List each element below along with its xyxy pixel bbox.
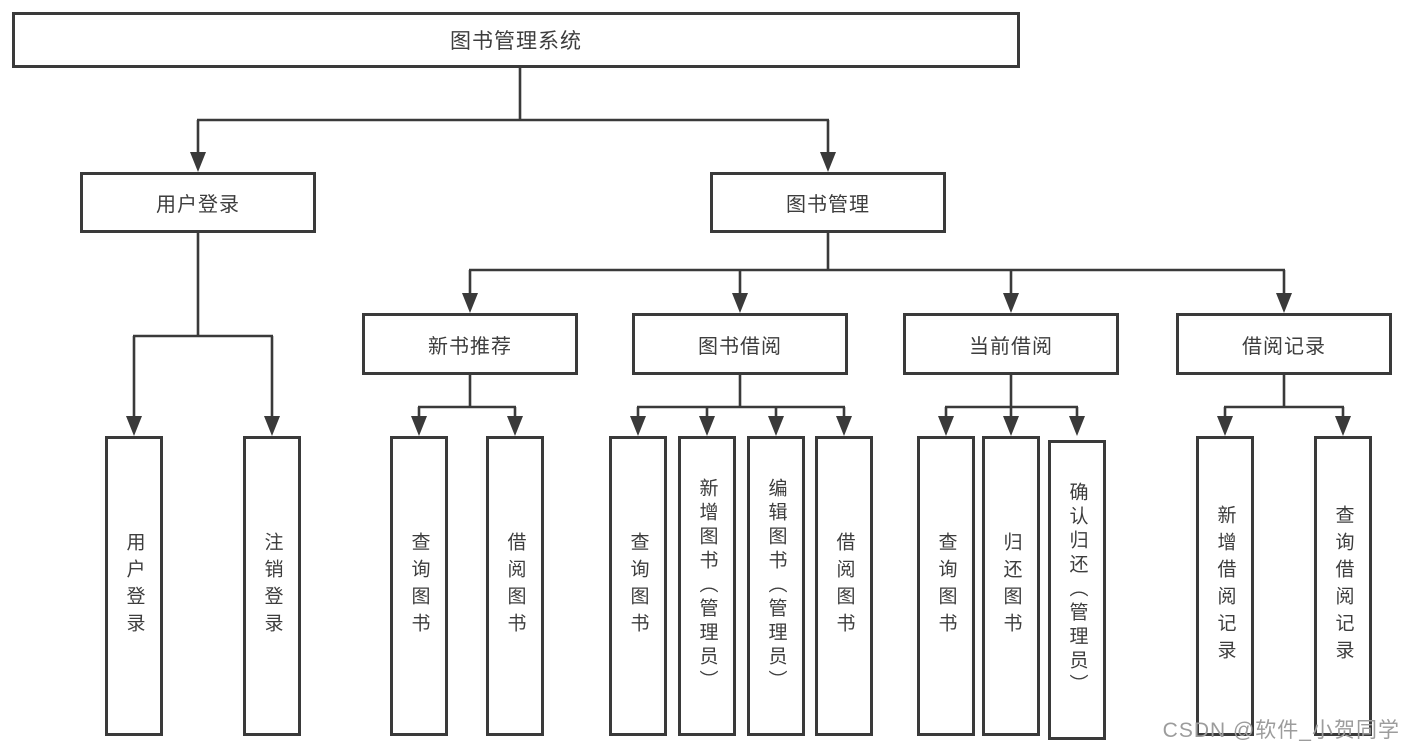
leaf-logout: 注销登录	[243, 436, 301, 736]
node-label: 归还图书	[1000, 532, 1022, 640]
leaf-records-add-record: 新增借阅记录	[1196, 436, 1254, 736]
connector-user-login-to-leaves	[126, 233, 280, 436]
node-user-login: 用户登录	[80, 172, 316, 233]
connector-current-borrow-to-leaves	[938, 375, 1085, 436]
node-book-management: 图书管理	[710, 172, 946, 233]
node-label: 用户登录	[123, 532, 145, 640]
node-label: 当前借阅	[969, 335, 1053, 358]
node-label: 编辑图书（管理员）	[765, 478, 787, 694]
node-label: 图书借阅	[698, 335, 782, 358]
node-borrow-records: 借阅记录	[1176, 313, 1392, 375]
node-label: 新增图书（管理员）	[696, 478, 718, 694]
node-label: 查询图书	[935, 532, 957, 640]
connector-new-book-recommend-to-leaves	[411, 375, 523, 436]
leaf-borrow-borrow-books: 借阅图书	[815, 436, 873, 736]
node-label: 借阅图书	[833, 532, 855, 640]
csdn-watermark: CSDN @软件_小贺同学	[1162, 719, 1400, 742]
leaf-current-confirm-return-admin: 确认归还（管理员）	[1048, 440, 1106, 740]
leaf-borrow-edit-books-admin: 编辑图书（管理员）	[747, 436, 805, 736]
node-label: 新增借阅记录	[1214, 505, 1236, 667]
connector-book-management-to-row3	[462, 233, 1292, 313]
node-label: 查询图书	[408, 532, 430, 640]
leaf-current-query-books: 查询图书	[917, 436, 975, 736]
node-label: 借阅图书	[504, 532, 526, 640]
node-library-management-system: 图书管理系统	[12, 12, 1020, 68]
node-label: 图书管理	[786, 194, 870, 216]
node-label: 借阅记录	[1242, 335, 1326, 358]
leaf-recommend-borrow-books: 借阅图书	[486, 436, 544, 736]
node-label: 新书推荐	[428, 335, 512, 358]
leaf-borrow-query-books: 查询图书	[609, 436, 667, 736]
leaf-recommend-query-books: 查询图书	[390, 436, 448, 736]
node-label: 用户登录	[156, 194, 240, 216]
node-current-borrow: 当前借阅	[903, 313, 1119, 375]
leaf-user-login: 用户登录	[105, 436, 163, 736]
leaf-borrow-add-books-admin: 新增图书（管理员）	[678, 436, 736, 736]
node-label: 注销登录	[261, 532, 283, 640]
leaf-records-query-record: 查询借阅记录	[1314, 436, 1372, 736]
connector-borrow-records-to-leaves	[1217, 375, 1351, 436]
leaf-current-return-books: 归还图书	[982, 436, 1040, 736]
node-book-borrow: 图书借阅	[632, 313, 848, 375]
connector-book-borrow-to-leaves	[630, 375, 852, 436]
node-new-book-recommend: 新书推荐	[362, 313, 578, 375]
node-label: 查询图书	[627, 532, 649, 640]
node-label: 查询借阅记录	[1332, 505, 1354, 667]
connector-root-to-level2	[190, 68, 836, 172]
node-label: 图书管理系统	[450, 30, 582, 53]
node-label: 确认归还（管理员）	[1066, 482, 1088, 698]
